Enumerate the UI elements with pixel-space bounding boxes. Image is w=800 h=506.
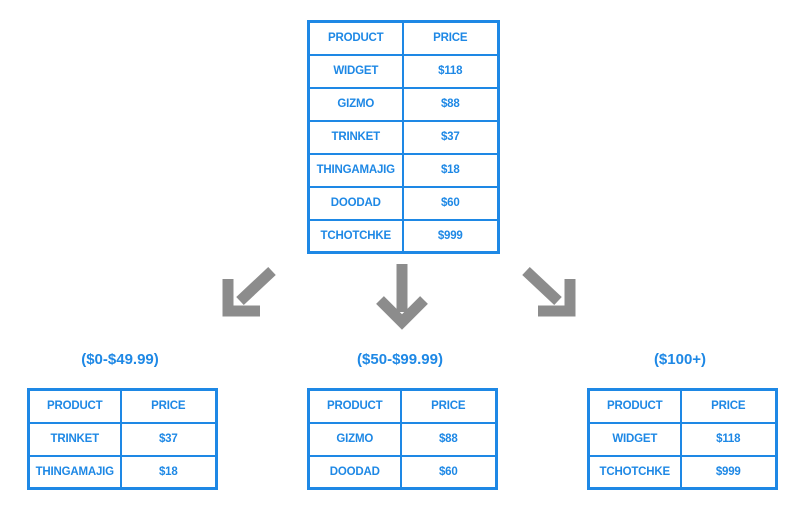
product-cell: TRINKET: [307, 119, 404, 155]
table-row: WIDGET $118: [587, 421, 778, 457]
price-group-table-low: PRODUCT PRICE TRINKET $37 THINGAMAJIG $1…: [27, 388, 218, 490]
table-header-row: PRODUCT PRICE: [307, 388, 498, 424]
price-cell: $999: [401, 218, 500, 254]
table-row: GIZMO $88: [307, 86, 500, 122]
product-cell: THINGAMAJIG: [27, 454, 122, 490]
price-cell: $118: [401, 53, 500, 89]
product-cell: GIZMO: [307, 86, 404, 122]
price-cell: $37: [401, 119, 500, 155]
price-group-table-mid: PRODUCT PRICE GIZMO $88 DOODAD $60: [307, 388, 498, 490]
price-cell: $37: [119, 421, 218, 457]
product-column-header: PRODUCT: [307, 20, 404, 56]
price-column-header: PRICE: [679, 388, 778, 424]
price-cell: $118: [679, 421, 778, 457]
price-cell: $18: [401, 152, 500, 188]
product-cell: TCHOTCHKE: [587, 454, 682, 490]
product-cell: THINGAMAJIG: [307, 152, 404, 188]
price-cell: $60: [401, 185, 500, 221]
price-cell: $88: [399, 421, 498, 457]
product-cell: DOODAD: [307, 454, 402, 490]
price-column-header: PRICE: [401, 20, 500, 56]
arrow-down-icon: [376, 264, 428, 330]
product-cell: TCHOTCHKE: [307, 218, 404, 254]
main-product-table: PRODUCT PRICE WIDGET $118 GIZMO $88 TRIN…: [307, 20, 500, 254]
table-header-row: PRODUCT PRICE: [307, 20, 500, 56]
group-title-high: ($100+): [653, 351, 707, 368]
product-cell: GIZMO: [307, 421, 402, 457]
table-header-row: PRODUCT PRICE: [587, 388, 778, 424]
price-cell: $60: [399, 454, 498, 490]
product-column-header: PRODUCT: [587, 388, 682, 424]
table-row: TRINKET $37: [27, 421, 218, 457]
product-cell: WIDGET: [587, 421, 682, 457]
arrow-down-left-icon: [222, 266, 276, 317]
price-cell: $88: [401, 86, 500, 122]
table-row: DOODAD $60: [307, 454, 498, 490]
product-cell: TRINKET: [27, 421, 122, 457]
price-column-header: PRICE: [119, 388, 218, 424]
group-title-mid: ($50-$99.99): [357, 351, 443, 368]
table-row: TCHOTCHKE $999: [587, 454, 778, 490]
price-cell: $18: [119, 454, 218, 490]
table-row: DOODAD $60: [307, 185, 500, 221]
price-group-table-high: PRODUCT PRICE WIDGET $118 TCHOTCHKE $999: [587, 388, 778, 490]
table-row: TCHOTCHKE $999: [307, 218, 500, 254]
product-cell: DOODAD: [307, 185, 404, 221]
product-column-header: PRODUCT: [27, 388, 122, 424]
table-row: THINGAMAJIG $18: [27, 454, 218, 490]
table-row: TRINKET $37: [307, 119, 500, 155]
price-cell: $999: [679, 454, 778, 490]
arrow-down-right-icon: [522, 266, 576, 317]
group-title-low: ($0-$49.99): [81, 351, 159, 368]
table-row: WIDGET $118: [307, 53, 500, 89]
product-cell: WIDGET: [307, 53, 404, 89]
price-column-header: PRICE: [399, 388, 498, 424]
table-row: THINGAMAJIG $18: [307, 152, 500, 188]
product-column-header: PRODUCT: [307, 388, 402, 424]
table-header-row: PRODUCT PRICE: [27, 388, 218, 424]
table-row: GIZMO $88: [307, 421, 498, 457]
